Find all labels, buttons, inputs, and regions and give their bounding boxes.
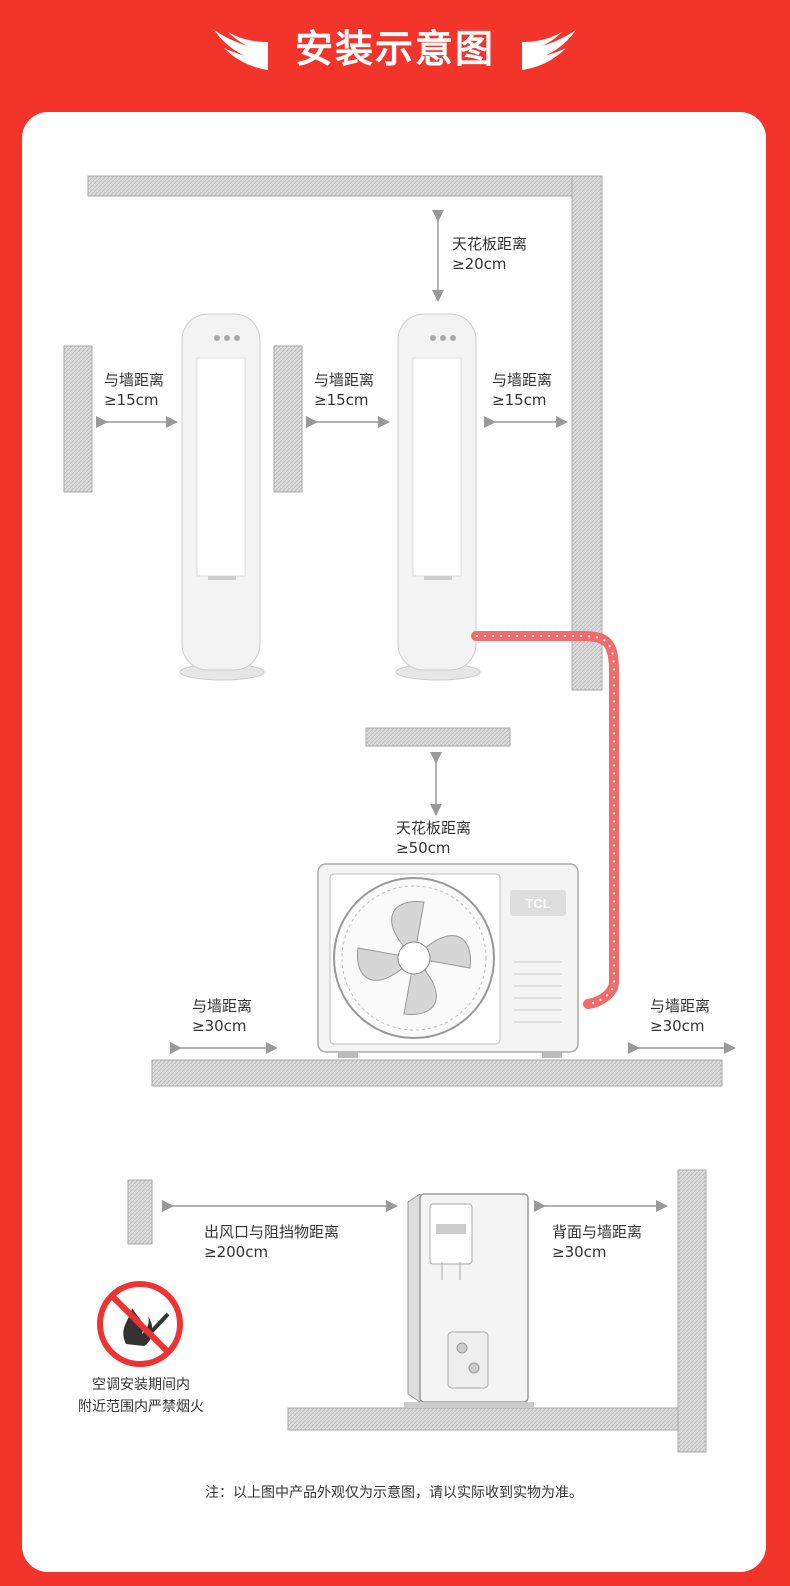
label-wall-mid: 与墙距离≥15cm: [314, 371, 375, 409]
obstacle-wall: [127, 1179, 153, 1245]
installation-diagram: TCL: [63, 175, 736, 1453]
label-outdoor-left: 与墙距离≥30cm: [192, 997, 253, 1035]
outdoor-unit-side: [404, 1193, 534, 1408]
fire-warning: 空调安装期间内附近范围内严禁烟火: [78, 1377, 204, 1415]
outdoor-ceiling-fragment: [365, 727, 511, 747]
label-wall-right: 与墙距离≥15cm: [492, 371, 553, 409]
footnote: 注：以上图中产品外观仅为示意图，请以实际收到实物为准。: [205, 1485, 583, 1501]
middle-wall-fragment: [273, 345, 303, 493]
indoor-unit-right: [395, 313, 481, 681]
left-wing-icon: [214, 30, 268, 70]
outdoor-unit-front: TCL: [317, 863, 579, 1058]
brand-logo: TCL: [525, 896, 550, 911]
no-fire-icon: [97, 1281, 183, 1367]
outdoor-ground: [151, 1059, 723, 1087]
indoor-ceiling-wall: [87, 175, 603, 691]
page-title: 安装示意图: [294, 27, 495, 71]
label-outlet-obstacle: 出风口与阻挡物距离≥200cm: [204, 1223, 340, 1261]
refrigerant-pipe: [471, 631, 619, 1009]
bottom-ground: [287, 1407, 679, 1431]
back-wall: [677, 1169, 707, 1453]
left-wall-fragment: [63, 345, 93, 493]
label-back-wall: 背面与墙距离≥30cm: [552, 1223, 643, 1261]
right-wing-icon: [522, 30, 576, 70]
label-ceiling-outdoor: 天花板距离≥50cm: [396, 819, 472, 857]
label-wall-left-1: 与墙距离≥15cm: [104, 371, 165, 409]
label-outdoor-right: 与墙距离≥30cm: [650, 997, 711, 1035]
page-header: 安装示意图: [0, 0, 790, 100]
label-ceiling-indoor: 天花板距离≥20cm: [452, 235, 528, 273]
indoor-unit-left: [179, 313, 265, 681]
diagram-card: TCL: [22, 112, 766, 1572]
